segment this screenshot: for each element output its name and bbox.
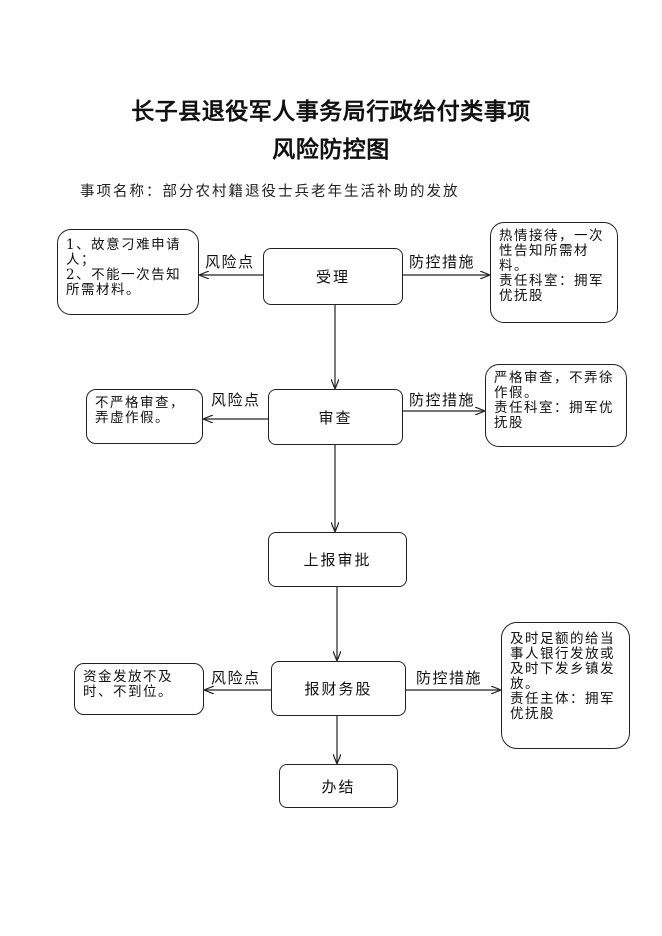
measure-accept: 热情接待，一次性告知所需材料。 责任科室：拥军优抚股 (490, 222, 618, 323)
control-measure-label-finance: 防控措施 (416, 669, 483, 687)
risk-review: 不严格审查，弄虚作假。 (86, 389, 203, 444)
risk-point-label-review: 风险点 (211, 391, 261, 409)
step-accept: 受理 (263, 248, 403, 305)
step-finish: 办结 (279, 764, 398, 808)
risk-point-label-accept: 风险点 (205, 253, 255, 271)
step-review: 审查 (268, 389, 403, 445)
control-measure-label-review: 防控措施 (409, 391, 476, 409)
page-title: 长子县退役军人事务局行政给付类事项 (131, 98, 531, 125)
measure-review: 严格审查，不弄徐作假。 责任科室：拥军优抚股 (485, 364, 627, 447)
item-name: 事项名称：部分农村籍退役士兵老年生活补助的发放 (80, 184, 460, 200)
step-report-approval: 上报审批 (268, 532, 407, 587)
risk-accept: 1、故意刁难申请人； 2、不能一次告知所需材料。 (57, 229, 199, 315)
risk-finance: 资金发放不及时、不到位。 (74, 663, 204, 715)
page-subtitle: 风险防控图 (272, 136, 390, 163)
measure-finance: 及时足额的给当事人银行发放或及时下发乡镇发放。 责任主体：拥军优抚股 (501, 622, 630, 749)
risk-point-label-finance: 风险点 (211, 669, 261, 687)
step-finance: 报财务股 (271, 661, 406, 716)
control-measure-label-accept: 防控措施 (409, 253, 476, 271)
